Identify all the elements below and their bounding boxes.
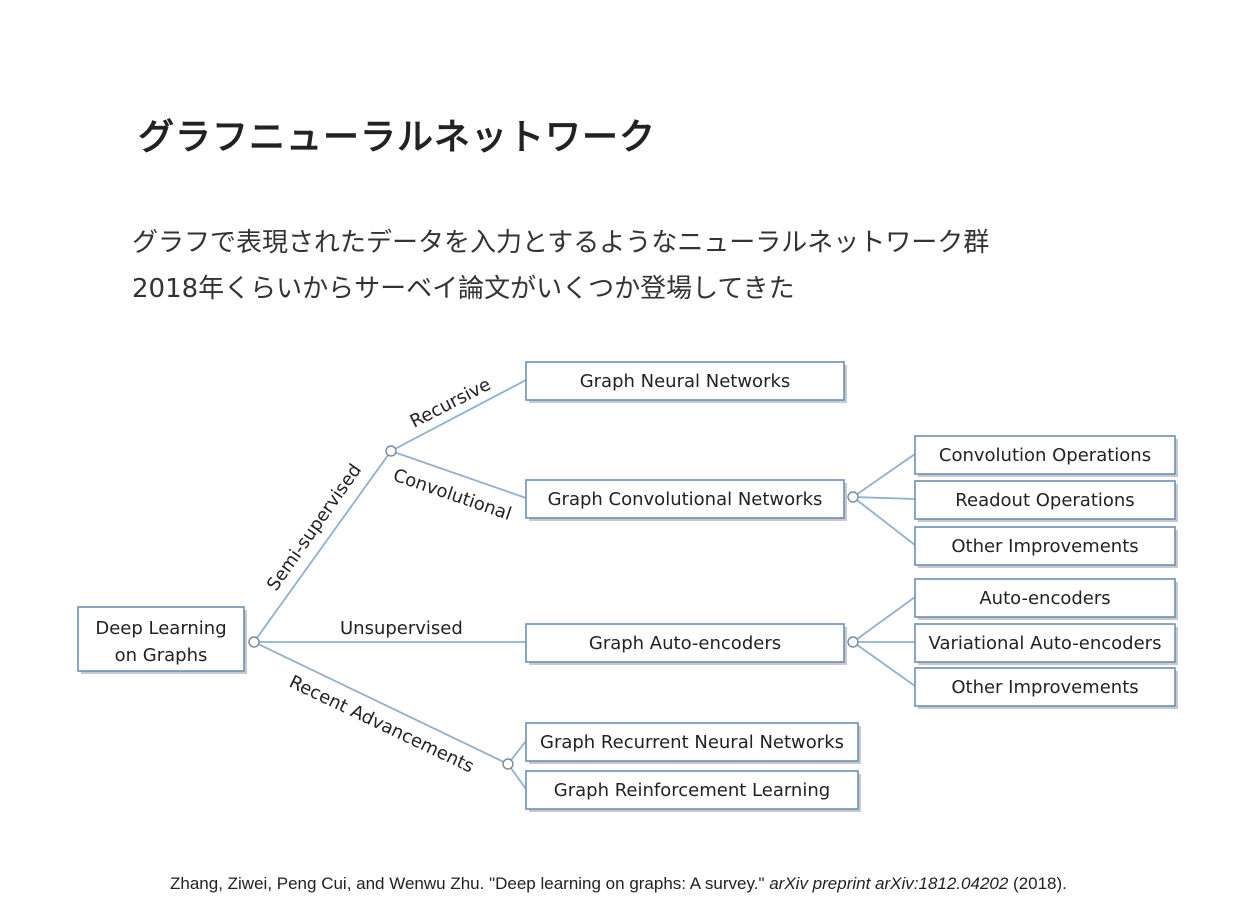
gcn-child-1-label: Convolution Operations <box>939 445 1151 466</box>
gae-child-1-label: Auto-encoders <box>979 588 1110 609</box>
edge-label-convolutional: Convolutional <box>390 465 514 525</box>
body-line-2: 2018年くらいからサーベイ論文がいくつか登場してきた <box>132 274 795 304</box>
gcn-child-2: Readout Operations <box>914 480 1178 522</box>
edge-gcn-other <box>852 496 916 546</box>
junction-root <box>248 636 260 648</box>
node-gae: Graph Auto-encoders <box>525 623 847 665</box>
edge-semi-gnn <box>390 379 527 452</box>
gcn-child-1: Convolution Operations <box>914 435 1178 477</box>
edge-root-recent <box>253 641 509 765</box>
edge-label-semi-supervised: Semi-supervised <box>263 460 366 595</box>
junction-recent <box>502 758 514 770</box>
node-gcn: Graph Convolutional Networks <box>525 479 847 521</box>
grnn-label: Graph Recurrent Neural Networks <box>540 732 844 753</box>
edge-root-semi <box>253 450 392 643</box>
edge-label-recent: Recent Advancements <box>286 672 477 778</box>
root-label-line2: on Graphs <box>115 645 208 666</box>
root-node: Deep Learning on Graphs <box>77 606 247 674</box>
gcn-child-3: Other Improvements <box>914 526 1178 568</box>
gnn-label: Graph Neural Networks <box>580 371 791 392</box>
gae-child-2-label: Variational Auto-encoders <box>929 633 1162 654</box>
junction-semi <box>385 445 397 457</box>
gcn-label: Graph Convolutional Networks <box>548 489 823 510</box>
node-grnn: Graph Recurrent Neural Networks <box>525 722 861 764</box>
edge-gae-other <box>852 641 916 687</box>
junction-gcn <box>847 491 859 503</box>
diagram-edges <box>253 379 916 790</box>
gae-child-1: Auto-encoders <box>914 578 1178 620</box>
citation-venue: arXiv preprint arXiv:1812.04202 <box>769 874 1009 893</box>
node-gnn: Graph Neural Networks <box>525 361 847 403</box>
edge-gae-auto <box>852 596 916 643</box>
gae-child-2: Variational Auto-encoders <box>914 623 1178 665</box>
junction-gae <box>847 636 859 648</box>
gcn-child-3-label: Other Improvements <box>951 536 1138 557</box>
gae-label: Graph Auto-encoders <box>589 633 781 654</box>
root-label-line1: Deep Learning <box>95 618 226 639</box>
node-grl: Graph Reinforcement Learning <box>525 770 861 812</box>
edge-semi-gcn <box>390 450 527 499</box>
citation-authors: Zhang, Ziwei, Peng Cui, and Wenwu Zhu. "… <box>170 874 770 893</box>
edge-gcn-readout <box>852 496 916 500</box>
citation: Zhang, Ziwei, Peng Cui, and Wenwu Zhu. "… <box>170 874 1067 894</box>
edge-label-unsupervised: Unsupervised <box>340 618 463 639</box>
gcn-child-2-label: Readout Operations <box>955 490 1134 511</box>
gae-child-3-label: Other Improvements <box>951 677 1138 698</box>
edge-gcn-conv <box>852 453 916 498</box>
body-line-1: グラフで表現されたデータを入力とするようなニューラルネットワーク群 <box>132 228 990 258</box>
slide-title: グラフニューラルネットワーク <box>138 117 657 158</box>
grl-label: Graph Reinforcement Learning <box>554 780 830 801</box>
citation-year: (2018). <box>1008 874 1067 893</box>
gae-child-3: Other Improvements <box>914 667 1178 709</box>
